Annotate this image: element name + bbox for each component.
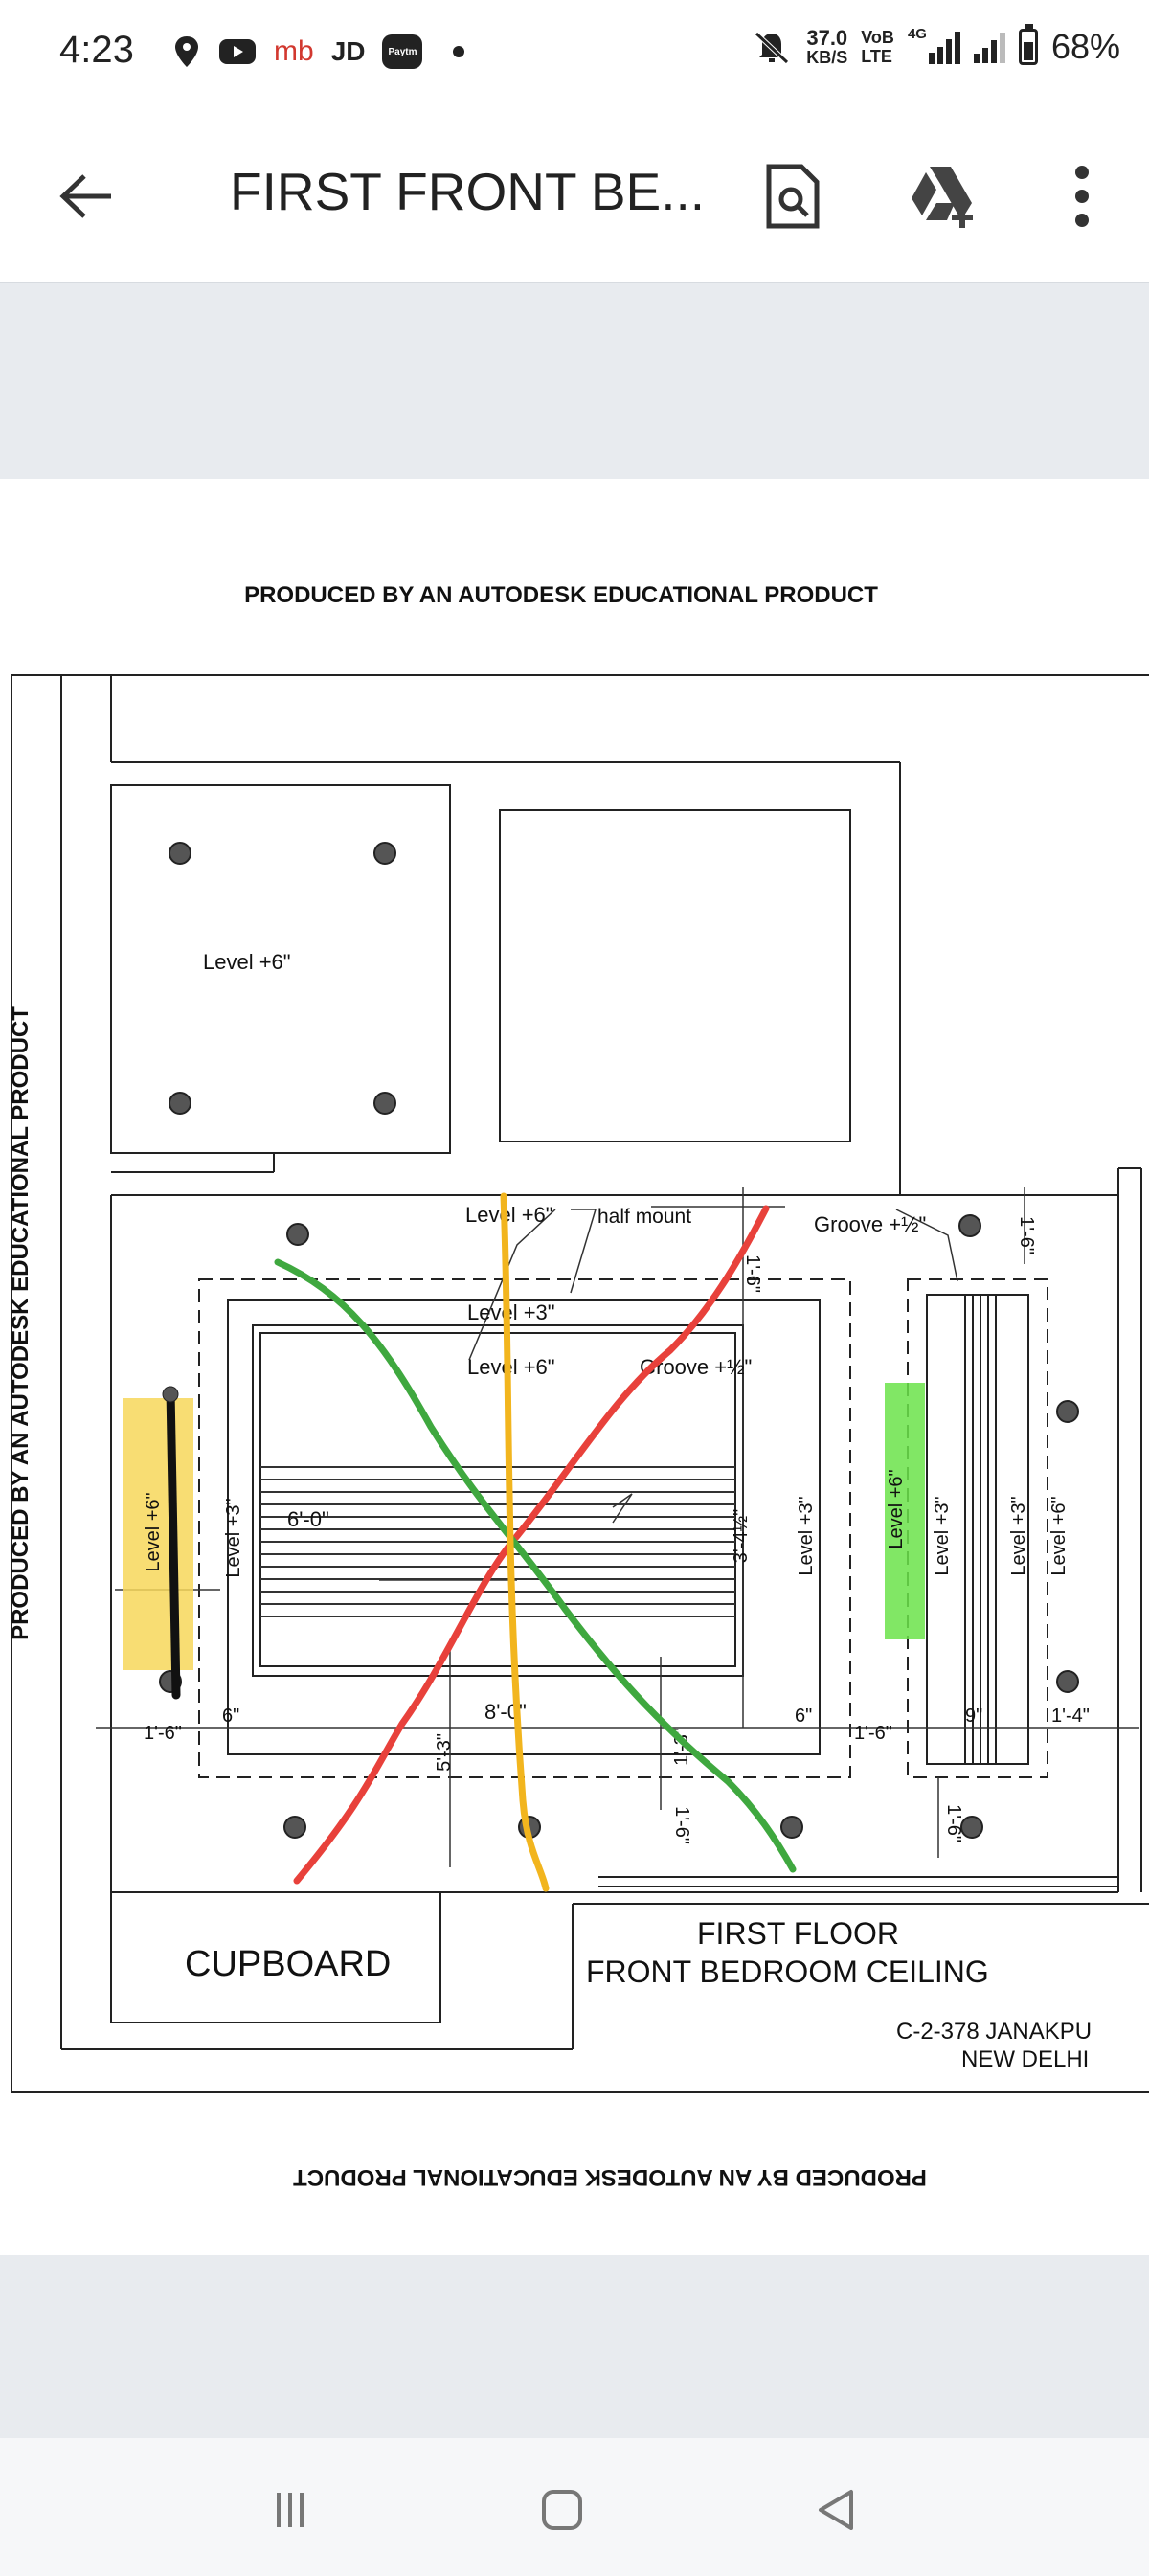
dim-1-6-bottom-right: 1'-6" <box>943 1804 964 1842</box>
dim-5-3: 5'-3" <box>434 1733 455 1772</box>
system-back-button[interactable] <box>793 2476 879 2543</box>
network-speed-unit: KB/S <box>806 48 848 67</box>
drawing-frame <box>11 674 1149 2093</box>
jd-app-badge: JD <box>330 36 366 66</box>
recent-apps-icon <box>277 2493 304 2527</box>
volte-top: VoB <box>861 28 894 47</box>
recent-apps-button[interactable] <box>247 2476 333 2543</box>
find-in-document-button[interactable] <box>755 153 831 239</box>
black-marker-line <box>166 1386 181 1700</box>
battery-percent: 68% <box>1050 27 1120 66</box>
network-speed-value: 37.0 <box>806 26 848 50</box>
add-to-drive-button[interactable] <box>905 153 981 239</box>
battery-icon <box>1018 24 1038 65</box>
location-pin-icon <box>175 36 198 67</box>
notification-dot-icon <box>453 46 465 57</box>
dim-6-right: 6" <box>795 1706 812 1727</box>
green-highlight <box>885 1383 925 1639</box>
marker-fixture-top <box>162 1386 179 1403</box>
cupboard-label: CUPBOARD <box>185 1944 391 1984</box>
label-level-6-top: Level +6" <box>465 1203 553 1227</box>
status-left-icons: mb JD Paytm <box>172 33 465 71</box>
label-level-3-right-mid: Level +3" <box>796 1496 817 1575</box>
label-level-6-upper-room: Level +6" <box>203 950 291 974</box>
network-type: 4G <box>907 26 927 42</box>
red-cross-mark <box>293 1205 770 1885</box>
doc-search-icon <box>766 164 820 229</box>
label-level-3-right-strip: Level +3" <box>932 1496 953 1575</box>
mb-app-badge: mb <box>274 35 314 67</box>
back-button[interactable] <box>48 158 124 235</box>
document-viewer[interactable]: PRODUCED BY AN AUTODESK EDUCATIONAL PROD… <box>0 283 1149 2438</box>
paytm-app-badge: Paytm <box>382 34 423 69</box>
watermark-left: PRODUCED BY AN AUTODESK EDUCATIONAL PROD… <box>8 1006 34 1640</box>
label-level-6-inner: Level +6" <box>467 1355 555 1379</box>
green-cross-mark <box>274 1258 797 1873</box>
dim-1-6-vertical: 1'-6" <box>742 1254 763 1293</box>
dim-1-4: 1'-4" <box>1051 1706 1090 1727</box>
light-fixtures <box>159 842 1079 1839</box>
status-bar: 4:23 mb JD Paytm 37.0 KB/S VoB LTE 4G <box>0 0 1149 105</box>
dim-9: 9" <box>965 1706 982 1727</box>
watermark-bottom: PRODUCED BY AN AUTODESK EDUCATIONAL PROD… <box>293 2164 927 2190</box>
network-speed: 37.0 KB/S <box>806 26 848 67</box>
dim-6-0: 6'-0" <box>287 1507 329 1531</box>
signal-4g: 4G <box>908 26 960 64</box>
youtube-icon <box>219 39 256 64</box>
home-icon <box>542 2490 582 2530</box>
document-title: FIRST FRONT BE... <box>230 162 706 221</box>
dim-3-4: 3'-4½" <box>731 1509 752 1564</box>
signal-bars-icon <box>928 32 960 64</box>
watermark-top: PRODUCED BY AN AUTODESK EDUCATIONAL PROD… <box>244 582 878 608</box>
more-options-button[interactable] <box>1044 153 1120 239</box>
volte-bottom: LTE <box>861 47 892 66</box>
label-level-6-left-highlight: Level +6" <box>143 1492 164 1571</box>
app-bar: FIRST FRONT BE... <box>0 105 1149 283</box>
home-button[interactable] <box>519 2476 605 2543</box>
yellow-cross-mark <box>500 1192 550 1892</box>
more-vert-icon <box>1075 166 1089 227</box>
signal-bars-sim2-icon <box>973 31 1005 63</box>
drive-add-icon <box>912 167 973 228</box>
dim-1-6-mid: 1'-6" <box>854 1723 892 1744</box>
pdf-page[interactable]: PRODUCED BY AN AUTODESK EDUCATIONAL PROD… <box>0 479 1149 2255</box>
label-level-6-far-right: Level +6" <box>1048 1496 1070 1575</box>
label-level-3-inner: Level +3" <box>467 1300 555 1324</box>
dim-1-6-top: 1'-6" <box>1016 1216 1037 1254</box>
navigation-bar <box>0 2438 1149 2576</box>
label-level-6-right-highlight: Level +6" <box>886 1469 907 1548</box>
yellow-highlight <box>123 1398 193 1670</box>
status-time: 4:23 <box>59 29 134 71</box>
main-ceiling-panel <box>198 1278 851 1778</box>
dim-1-6-left: 1'-6" <box>144 1723 182 1744</box>
groove-lines <box>260 1466 735 1617</box>
dim-1-6-bottom: 1'-6" <box>671 1806 692 1844</box>
address-line-2: NEW DELHI <box>961 2046 1089 2072</box>
label-half-mount: half mount <box>597 1206 691 1228</box>
dim-6-left: 6" <box>222 1706 239 1727</box>
volte-indicator: VoB LTE <box>861 28 894 66</box>
arrow-left-icon <box>59 174 111 218</box>
status-right-icons: 37.0 KB/S VoB LTE 4G 68% <box>751 24 1120 67</box>
label-level-3-left: Level +3" <box>223 1498 244 1577</box>
ceiling-drawing: PRODUCED BY AN AUTODESK EDUCATIONAL PROD… <box>11 582 1149 2190</box>
address-line-1: C-2-378 JANAKPU <box>896 2019 1092 2045</box>
battery-fill <box>1023 42 1033 60</box>
title-line-1: FIRST FLOOR <box>697 1916 899 1951</box>
label-groove-half-right: Groove +½" <box>814 1212 926 1236</box>
label-level-3-far-right: Level +3" <box>1008 1496 1029 1575</box>
right-ceiling-strip <box>907 1278 1048 1778</box>
title-line-2: FRONT BEDROOM CEILING <box>586 1955 989 1989</box>
back-triangle-icon <box>819 2490 853 2530</box>
mute-bell-icon <box>755 32 789 64</box>
